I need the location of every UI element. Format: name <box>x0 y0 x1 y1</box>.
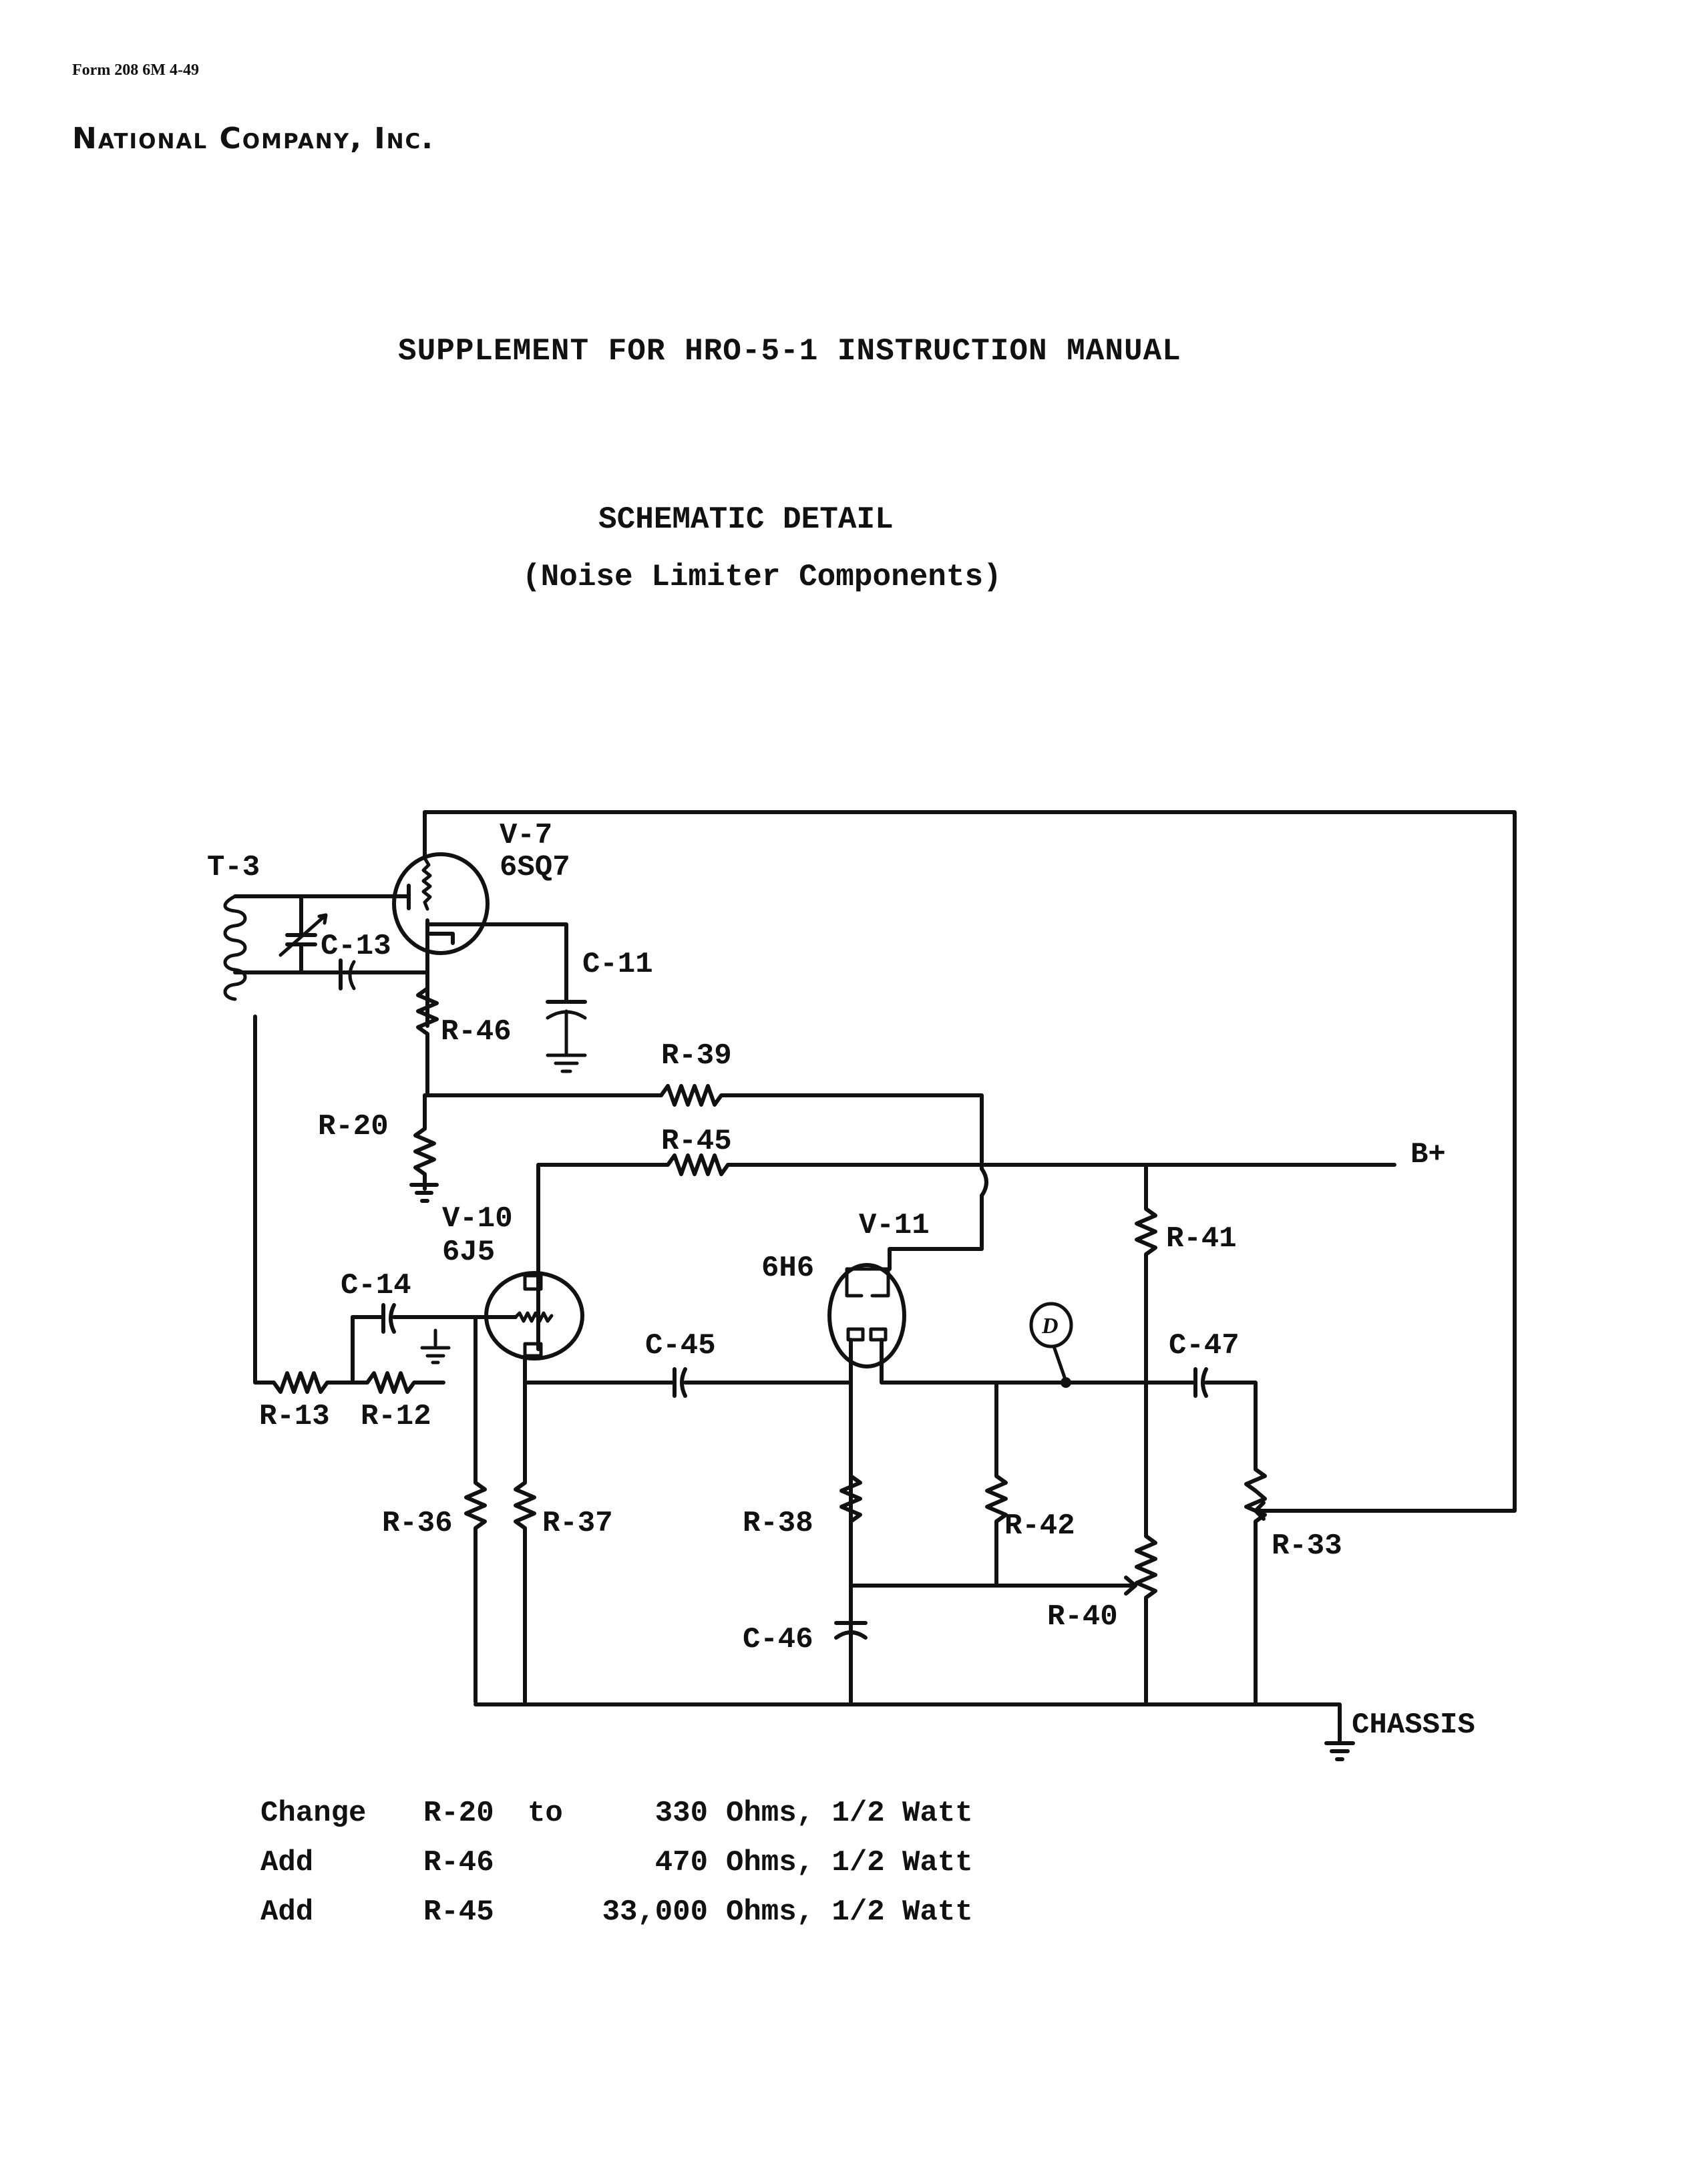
label-v7: V-7 <box>500 819 552 852</box>
change-ref: R-20 <box>423 1797 494 1830</box>
change-row: Add R-45 33,000 Ohms, 1/2 Watt <box>260 1895 973 1945</box>
capacitor-c11 <box>425 922 587 1073</box>
parts-change-list: Change R-20 to 330 Ohms, 1/2 Watt Add R-… <box>260 1797 973 1945</box>
label-r33: R-33 <box>1272 1529 1342 1563</box>
change-rating: Ohms, 1/2 Watt <box>726 1846 973 1879</box>
capacitor-coupling-t3 <box>339 958 356 990</box>
label-r38: R-38 <box>743 1507 813 1540</box>
tube-v11 <box>827 1263 1148 1704</box>
label-v10-type: 6J5 <box>442 1236 495 1269</box>
label-v7-type: 6SQ7 <box>500 851 570 884</box>
label-test-point: D <box>1041 1314 1059 1338</box>
change-rating: Ohms, 1/2 Watt <box>726 1895 973 1929</box>
resistor-r20 <box>409 1093 439 1203</box>
label-c14: C-14 <box>341 1269 411 1302</box>
label-c11: C-11 <box>582 948 653 981</box>
label-v10: V-10 <box>442 1202 513 1236</box>
supplement-title: SUPPLEMENT FOR HRO-5-1 INSTRUCTION MANUA… <box>398 334 1181 369</box>
capacitor-c45 <box>523 1367 853 1398</box>
resistor-r39 <box>423 1084 988 1271</box>
label-r20: R-20 <box>318 1110 389 1143</box>
label-r40: R-40 <box>1047 1600 1118 1634</box>
label-r36: R-36 <box>382 1507 453 1540</box>
schematic-subtitle: (Noise Limiter Components) <box>522 560 1002 594</box>
change-row: Change R-20 to 330 Ohms, 1/2 Watt <box>260 1797 973 1846</box>
v7-heater-icon <box>421 856 432 911</box>
label-r46: R-46 <box>441 1015 512 1049</box>
label-r13: R-13 <box>259 1400 330 1433</box>
wire-top-feedback <box>423 810 1517 1513</box>
potentiometer-r33 <box>1244 1467 1281 1704</box>
change-ref: R-46 <box>423 1846 494 1879</box>
label-c45: C-45 <box>645 1329 716 1362</box>
schematic-title: SCHEMATIC DETAIL <box>598 502 894 537</box>
transformer-t3 <box>223 894 429 1001</box>
label-chassis: CHASSIS <box>1352 1708 1475 1742</box>
label-r42: R-42 <box>1004 1509 1075 1543</box>
resistor-r12 <box>351 1371 445 1394</box>
test-point-d <box>1029 1302 1073 1388</box>
label-v11: V-11 <box>859 1209 930 1242</box>
resistor-r36 <box>464 1315 487 1704</box>
resistor-r37 <box>514 1381 536 1704</box>
change-ref: R-45 <box>423 1895 494 1929</box>
resistor-r46 <box>416 970 439 1097</box>
label-c13: C-13 <box>321 930 391 963</box>
form-number: Form 208 6M 4-49 <box>72 61 199 79</box>
potentiometer-r40 <box>849 1381 1157 1704</box>
change-action: Add <box>260 1895 314 1929</box>
capacitor-c14 <box>351 1303 478 1364</box>
change-to: to <box>528 1797 563 1830</box>
label-v11-type: 6H6 <box>761 1252 814 1285</box>
change-value: 470 <box>654 1846 708 1879</box>
capacitor-c46 <box>834 1584 868 1704</box>
change-rating: Ohms, 1/2 Watt <box>726 1797 973 1830</box>
label-r39: R-39 <box>661 1039 732 1073</box>
tube-v10 <box>474 1271 584 1385</box>
change-row: Add R-46 470 Ohms, 1/2 Watt <box>260 1846 973 1895</box>
change-action: Change <box>260 1797 367 1830</box>
change-action: Add <box>260 1846 314 1879</box>
resistor-r42 <box>985 1381 1008 1588</box>
change-value: 330 <box>654 1797 708 1830</box>
label-r41: R-41 <box>1166 1222 1237 1256</box>
tube-v7 <box>334 810 490 1028</box>
label-r45: R-45 <box>661 1125 732 1158</box>
capacitor-c13 <box>278 894 328 974</box>
label-c47: C-47 <box>1169 1329 1240 1362</box>
label-b-plus: B+ <box>1410 1138 1446 1171</box>
change-value: 33,000 <box>602 1895 708 1929</box>
chassis-ground-bus <box>474 1702 1355 1761</box>
resistor-r38 <box>839 1381 862 1588</box>
resistor-r45 <box>536 1153 1396 1351</box>
resistor-r13 <box>253 1015 355 1394</box>
label-t3: T-3 <box>207 851 260 884</box>
label-c46: C-46 <box>743 1623 813 1656</box>
capacitor-c47 <box>1144 1367 1258 1471</box>
label-r12: R-12 <box>361 1400 431 1433</box>
company-name: National Company, Inc. <box>72 122 435 156</box>
resistor-r41 <box>1135 1163 1157 1391</box>
label-r37: R-37 <box>542 1507 613 1540</box>
